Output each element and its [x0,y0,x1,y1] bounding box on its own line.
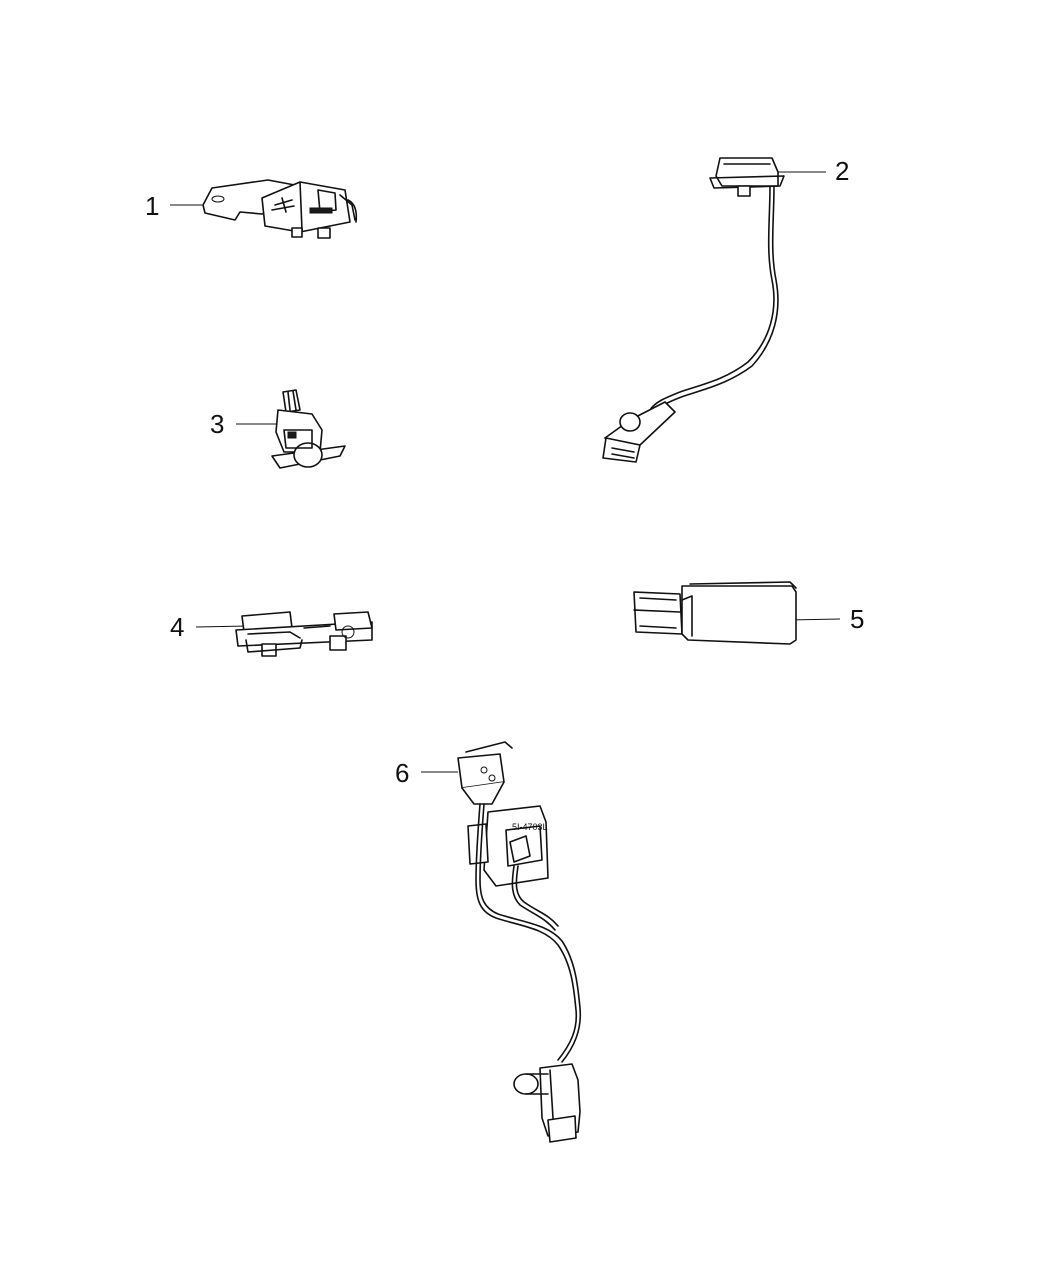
callout-1-label: 1 [145,191,159,221]
part-2-switch-harness[interactable]: 2 [602,156,849,463]
callout-4-leader [195,625,249,628]
callout-2-label: 2 [835,156,849,186]
part-3-plunger-switch[interactable]: 3 [210,389,346,469]
part-1-switch-bracket[interactable]: 1 [145,179,358,239]
part-6-marking: 5I-4703L [512,822,548,832]
callout-4-label: 4 [170,612,184,642]
part-4-switch-assembly[interactable]: 4 [170,611,373,657]
callout-3-label: 3 [210,409,224,439]
callout-5-label: 5 [850,604,864,634]
part-6-switch-harness-assembly[interactable]: 6 5I-4703L [395,741,582,1143]
part-5-control-module[interactable]: 5 [633,581,864,645]
callout-6-label: 6 [395,758,409,788]
